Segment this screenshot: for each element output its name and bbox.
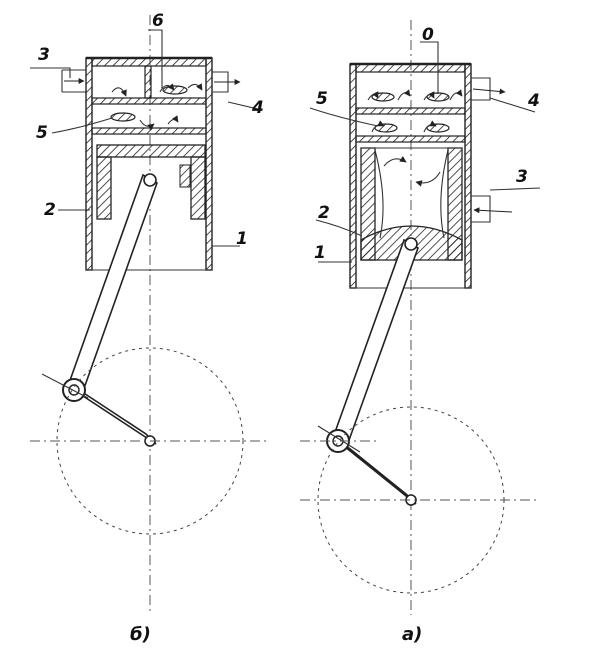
right-label-2: 2 [318, 203, 330, 223]
left-label-1: 1 [236, 229, 248, 249]
left-crank-circle [56, 347, 244, 535]
right-label-4: 4 [527, 91, 540, 111]
right-engine [300, 20, 541, 615]
left-label-5: 5 [36, 123, 48, 143]
left-label-4: 4 [251, 98, 264, 118]
left-valve-6 [162, 85, 188, 95]
left-label-6: 6 [152, 11, 164, 31]
right-label-0: 0 [422, 25, 434, 45]
left-cylinder [61, 56, 241, 271]
right-crank [317, 425, 417, 506]
left-piston [96, 144, 206, 220]
right-label-3: 3 [516, 167, 528, 187]
right-caption: а) [402, 624, 422, 645]
left-connecting-rod [67, 173, 158, 396]
left-label-2: 2 [44, 200, 56, 220]
left-engine [30, 15, 270, 615]
left-caption: б) [130, 624, 151, 645]
left-label-3: 3 [38, 45, 50, 65]
right-connecting-rod [333, 237, 419, 445]
right-cylinder [349, 62, 513, 289]
left-valve-5 [110, 112, 136, 122]
right-label-5: 5 [316, 89, 328, 109]
left-crank [41, 373, 157, 447]
right-label-1: 1 [314, 243, 326, 263]
